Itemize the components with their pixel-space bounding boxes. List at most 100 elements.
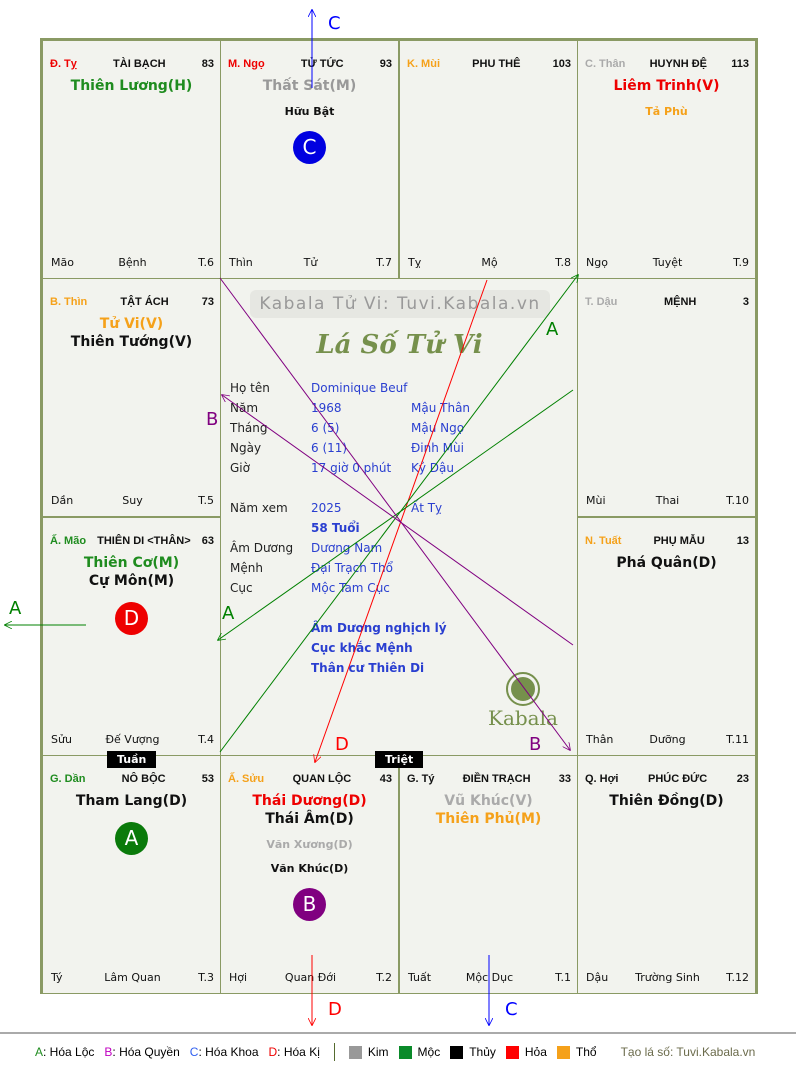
info-key: Năm xem bbox=[230, 501, 288, 515]
footer-stage: Tử bbox=[303, 256, 318, 269]
credit-link[interactable]: Tạo lá số: Tuvi.Kabala.vn bbox=[620, 1045, 756, 1059]
footer-age: T.9 bbox=[733, 256, 749, 269]
footer-age: T.3 bbox=[198, 971, 214, 984]
aux-star: Văn Khúc(D) bbox=[270, 862, 349, 875]
info-row bbox=[230, 478, 570, 498]
legend-hoa-text: : Hóa Kị bbox=[277, 1045, 320, 1059]
info-row: 58 Tuổi bbox=[230, 518, 570, 538]
info-row: Cục khắc Mệnh bbox=[230, 638, 570, 658]
kabala-logo: Kabala bbox=[488, 672, 558, 730]
palace-number: 33 bbox=[558, 773, 571, 785]
arrow-label-d: D bbox=[328, 999, 342, 1020]
legend-element-item: Thủy bbox=[450, 1045, 496, 1059]
legend-hoa-key: B bbox=[104, 1045, 113, 1059]
palace-number: 93 bbox=[379, 58, 392, 70]
legend-element-text: Thủy bbox=[469, 1045, 496, 1059]
palace-number: 13 bbox=[736, 535, 749, 547]
info-value: 58 Tuổi bbox=[311, 521, 360, 535]
footer-left: Mão bbox=[51, 256, 74, 269]
footer-left: Sửu bbox=[51, 733, 72, 746]
legend-hoa-text: : Hóa Lộc bbox=[43, 1045, 95, 1059]
main-star: Thái Âm(D) bbox=[265, 811, 354, 827]
aux-star: Tả Phù bbox=[645, 105, 688, 118]
info-canchi: Ất Tỵ bbox=[411, 501, 443, 515]
footer-age: T.2 bbox=[376, 971, 392, 984]
info-value: 6 (5) bbox=[311, 421, 340, 435]
palace-name: PHU THÊ bbox=[472, 58, 521, 70]
main-star: Phá Quân(D) bbox=[616, 555, 717, 571]
footer-left: Thìn bbox=[229, 256, 253, 269]
chart-title: Lá Số Tử Vi bbox=[316, 330, 483, 360]
footer-age: T.10 bbox=[726, 494, 749, 507]
legend-element-text: Thổ bbox=[575, 1045, 597, 1059]
can-chi-label: C. Thân bbox=[585, 58, 626, 70]
main-star: Thiên Phủ(M) bbox=[435, 811, 542, 827]
hoa-badge: A bbox=[115, 822, 148, 855]
footer-age: T.12 bbox=[726, 971, 749, 984]
legend-hoa-key: C bbox=[189, 1045, 199, 1059]
footer-age: T.11 bbox=[726, 733, 749, 746]
aux-star: Hữu Bật bbox=[284, 105, 335, 118]
footer-age: T.7 bbox=[376, 256, 392, 269]
info-canchi: Mậu Thân bbox=[411, 401, 471, 415]
footer-stage: Đế Vượng bbox=[105, 733, 160, 746]
can-chi-label: Ấ. Mão bbox=[50, 535, 87, 547]
footer-left: Hợi bbox=[229, 971, 248, 984]
info-key: Âm Dương bbox=[230, 541, 294, 555]
info-canchi: Mậu Ngọ bbox=[411, 421, 465, 435]
can-chi-label: K. Mùi bbox=[407, 58, 440, 70]
can-chi-label: Q. Hợi bbox=[585, 773, 619, 785]
palace-name: ĐIỀN TRẠCH bbox=[462, 773, 531, 785]
legend-hoa-text: : Hóa Khoa bbox=[198, 1045, 259, 1059]
footer-age: T.1 bbox=[555, 971, 571, 984]
footer-age: T.8 bbox=[555, 256, 571, 269]
info-key: Ngày bbox=[230, 441, 262, 455]
footer-left: Tỵ bbox=[408, 256, 422, 269]
footer-stage: Trường Sinh bbox=[635, 971, 700, 984]
legend-hoa-item: D: Hóa Kị bbox=[269, 1045, 320, 1059]
legend-element-item: Kim bbox=[348, 1045, 389, 1059]
legend-divider bbox=[333, 1043, 335, 1061]
palace-name: THIÊN DI <THÂN> bbox=[97, 535, 191, 547]
palace-number: 103 bbox=[552, 58, 571, 70]
can-chi-label: Đ. Tỵ bbox=[50, 58, 77, 70]
info-value: 1968 bbox=[311, 401, 342, 415]
footer-stage: Dưỡng bbox=[649, 733, 686, 746]
info-key: Mệnh bbox=[230, 561, 263, 575]
footer-left: Ngọ bbox=[586, 256, 608, 269]
footer-age: T.4 bbox=[198, 733, 214, 746]
info-key: Cục bbox=[230, 581, 253, 595]
footer-stage: Mộ bbox=[481, 256, 498, 269]
triet-tag: Triệt bbox=[375, 751, 424, 768]
watermark: Kabala Tử Vi: Tuvi.Kabala.vn bbox=[250, 290, 550, 318]
info-canchi: Đinh Mùi bbox=[411, 441, 464, 455]
legend-element-item: Thổ bbox=[556, 1045, 597, 1059]
